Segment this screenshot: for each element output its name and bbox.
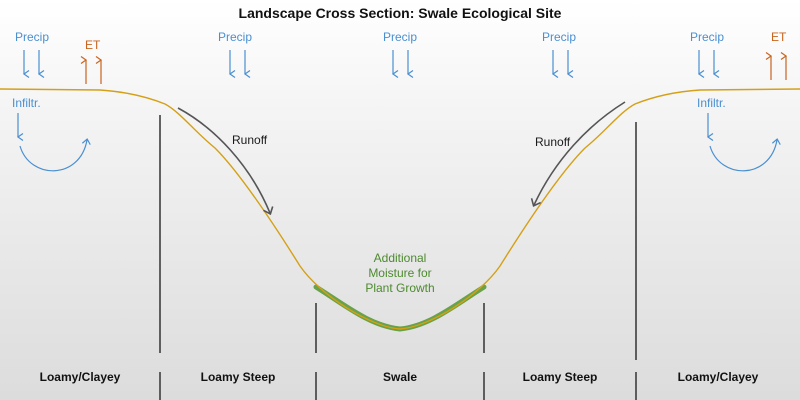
et-label-left: ET <box>85 38 101 52</box>
infiltration-label-left: Infiltr. <box>12 96 41 110</box>
precip-arrows-4 <box>551 50 574 78</box>
zone-label-loamy-clayey-right: Loamy/Clayey <box>677 370 759 384</box>
runoff-arrow-right <box>530 101 626 208</box>
zone-label-loamy-steep-right: Loamy Steep <box>522 370 598 384</box>
swale-note-line-3: Plant Growth <box>365 281 435 295</box>
et-arrows-right <box>765 52 788 80</box>
ground-surface-line <box>0 88 800 330</box>
precip-arrows-right <box>697 50 720 78</box>
precip-arrows-3 <box>391 50 414 78</box>
precip-label-4: Precip <box>542 30 577 44</box>
infiltration-label-right: Infiltr. <box>697 96 726 110</box>
swale-note-line-2: Moisture for <box>368 266 432 280</box>
runoff-label-right: Runoff <box>535 135 571 149</box>
zone-label-loamy-steep-left: Loamy Steep <box>200 370 276 384</box>
precip-label-2: Precip <box>218 30 253 44</box>
et-arrows-left <box>80 56 103 84</box>
swale-moisture-note: Additional Moisture for Plant Growth <box>340 251 460 296</box>
precip-label-3: Precip <box>383 30 418 44</box>
circulation-arrow-left <box>19 138 91 172</box>
swale-note-line-1: Additional <box>373 251 427 265</box>
precip-label-5: Precip <box>690 30 725 44</box>
runoff-arrow-left <box>177 107 274 216</box>
et-label-right: ET <box>771 30 787 44</box>
precip-label-1: Precip <box>15 30 50 44</box>
zone-label-loamy-clayey-left: Loamy/Clayey <box>39 370 121 384</box>
precip-arrows-left <box>22 50 45 78</box>
zone-label-swale: Swale <box>382 370 418 384</box>
runoff-label-left: Runoff <box>232 133 268 147</box>
circulation-arrow-right <box>709 138 781 172</box>
diagram-title: Landscape Cross Section: Swale Ecologica… <box>238 5 562 21</box>
precip-arrows-2 <box>228 50 251 78</box>
